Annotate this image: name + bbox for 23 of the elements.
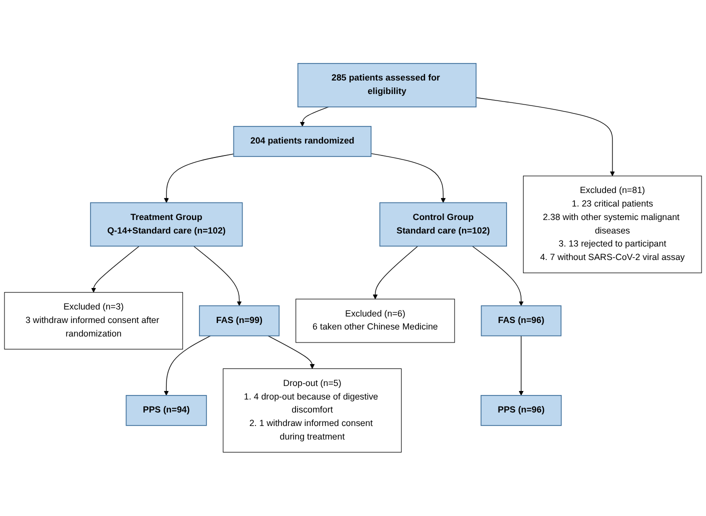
arrow xyxy=(164,336,211,396)
arrow xyxy=(370,153,446,204)
arrow xyxy=(300,106,329,127)
arrow xyxy=(91,246,140,293)
arrow xyxy=(193,246,242,306)
node-box: 204 patients randomized xyxy=(233,126,372,158)
node-box: Excluded (n=81) 1. 23 critical patients 2.38 with other systemic malignant diseases 3. 13 rejected to participant 4. 7 without SARS-CoV-2 viral assay xyxy=(523,176,702,274)
node-box: Excluded (n=3) 3 withdraw informed consent after randomization xyxy=(4,292,183,350)
node-box: Control Group Standard care (n=102) xyxy=(379,202,507,247)
arrow xyxy=(372,246,418,300)
arrow xyxy=(268,336,315,370)
node-box: 285 patients assessed for eligibility xyxy=(297,63,477,108)
node-box: Excluded (n=6) 6 taken other Chinese Medicine xyxy=(296,298,455,343)
node-box: PPS (n=96) xyxy=(480,395,562,426)
arrow xyxy=(476,97,615,176)
node-box: FAS (n=96) xyxy=(480,305,562,336)
arrow xyxy=(518,336,524,396)
node-box: Treatment Group Q-14+Standard care (n=102) xyxy=(90,202,243,247)
arrow xyxy=(472,246,524,306)
node-box: Drop-out (n=5) 1. 4 drop-out because of digestive discomfort 2. 1 withdraw informed consent during treatment xyxy=(222,368,402,453)
node-box: FAS (n=99) xyxy=(199,305,280,336)
arrow xyxy=(164,154,234,204)
node-box: PPS (n=94) xyxy=(126,395,207,426)
